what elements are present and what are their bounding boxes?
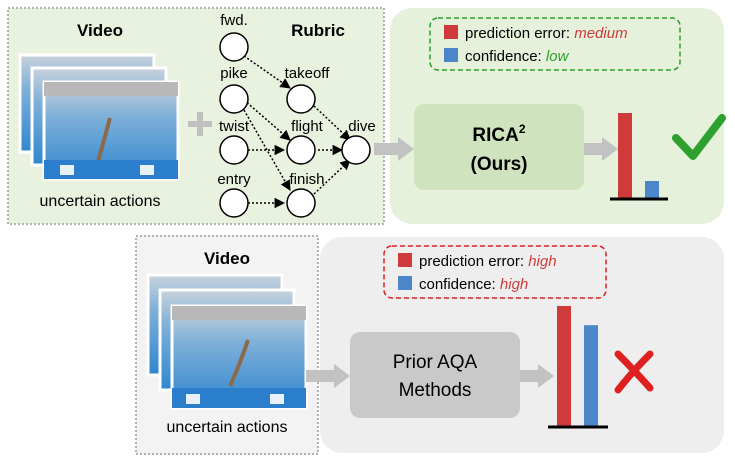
flow-arrow [306,364,350,388]
svg-text:confidence: high: confidence: high [419,276,528,293]
rubric-node [219,188,249,218]
top-legend [429,17,681,71]
rubric-node [219,135,249,165]
top-video-caption: uncertain actions [40,193,161,210]
svg-text:prediction error: high: prediction error: high [419,253,557,270]
rubric-node-label: takeoff [285,65,331,82]
legend-confidence-label: confidence: [419,276,500,293]
plus-icon [188,112,212,136]
svg-text:prediction error: medium: prediction error: medium [465,25,628,42]
confidence-bar [645,181,659,198]
prediction-error-bar [557,306,571,426]
bottom-video-title: Video [204,249,250,268]
rubric-node-label: dive [348,118,376,135]
error-swatch [398,253,412,267]
confidence-swatch [398,276,412,290]
bottom-video-caption: uncertain actions [167,419,288,436]
top-bar-chart [610,113,668,201]
rubric-node [286,188,316,218]
rubric-node [219,32,249,62]
rica-subtitle: (Ours) [471,154,528,175]
legend-confidence-value: high [500,276,528,293]
cross-icon [614,350,654,394]
top-video-stack [18,53,180,181]
legend-error-label: prediction error: [419,253,528,270]
rubric-graph: fwd. pike twist entry takeoff flight fin… [217,12,376,218]
rica-superscript: 2 [519,122,526,136]
legend-error-label: prediction error: [465,25,574,42]
rubric-title: Rubric [291,21,345,40]
rubric-node-label: finish [289,171,324,188]
prior-aqa-subtitle: Methods [399,380,472,401]
prediction-error-bar [618,113,632,198]
error-swatch [444,25,458,39]
flow-arrow [584,137,618,161]
rica-method-box [414,104,584,190]
svg-text:confidence: low: confidence: low [465,48,570,65]
legend-confidence-value: low [546,48,570,65]
flow-arrow [374,137,414,161]
legend-error-value: high [528,253,556,270]
checkmark-icon [672,114,726,160]
bottom-video-stack [146,273,308,410]
rubric-node-label: flight [291,118,324,135]
flow-arrow [520,364,554,388]
svg-text:RICA2: RICA2 [472,122,525,146]
rubric-node-label: fwd. [220,12,248,29]
rubric-node-label: pike [220,65,248,82]
confidence-bar [584,325,598,426]
bottom-legend [383,245,607,299]
rubric-node [219,84,249,114]
prior-aqa-title: Prior AQA [393,352,478,373]
rubric-node [286,84,316,114]
legend-confidence-label: confidence: [465,48,546,65]
rubric-node-label: entry [217,171,251,188]
rubric-node-label: twist [219,118,250,135]
rubric-node [286,135,316,165]
prior-aqa-method-box [350,332,520,418]
rubric-node [341,135,371,165]
top-video-title: Video [77,21,123,40]
legend-error-value: medium [574,25,627,42]
bottom-bar-chart [548,306,608,429]
rica-title: RICA [472,125,519,146]
confidence-swatch [444,48,458,62]
